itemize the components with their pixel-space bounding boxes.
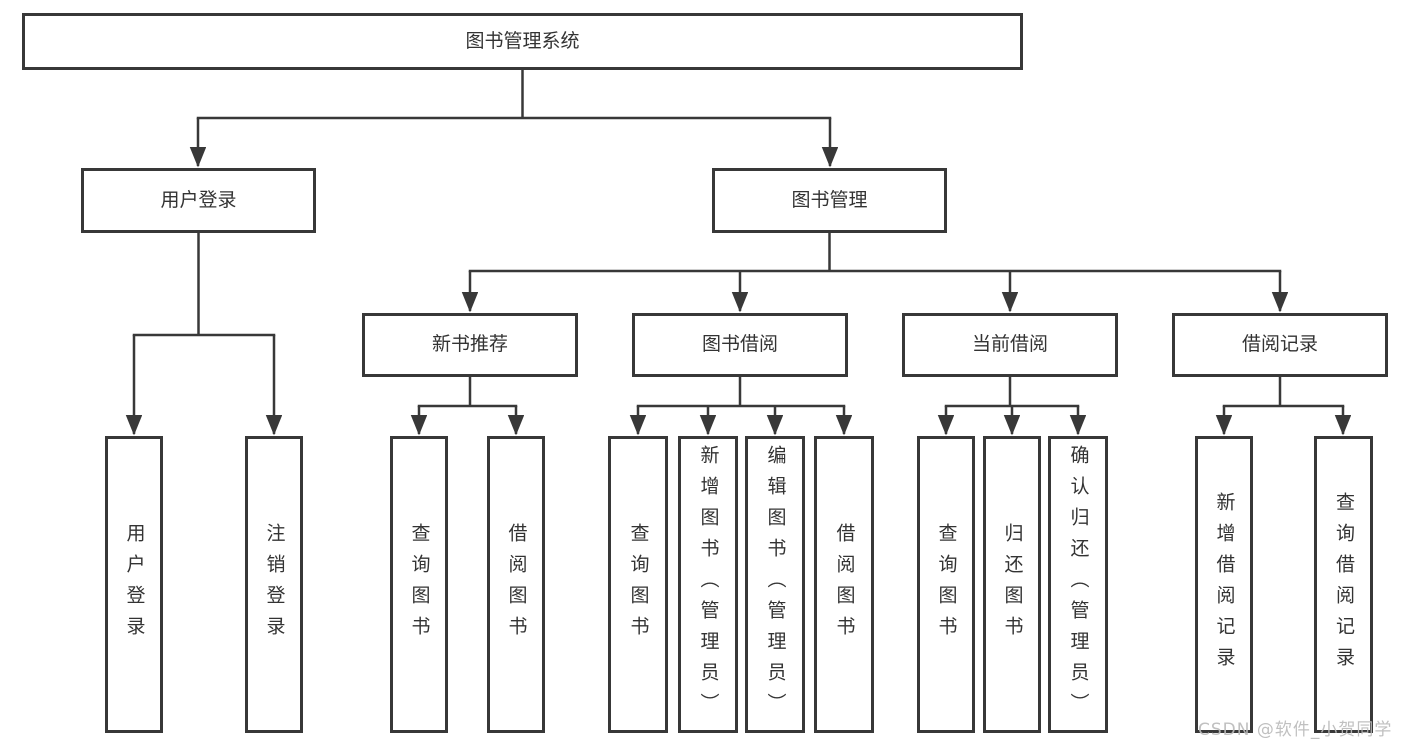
leaf-logout: 注销登录 xyxy=(245,436,303,733)
node-user-login: 用户登录 xyxy=(81,168,316,233)
leaf-confirm-return-admin: 确认归还（管理员） xyxy=(1048,436,1108,733)
leaf-user-login: 用户登录 xyxy=(105,436,163,733)
leaf-borrow-books-recommend: 借阅图书 xyxy=(487,436,545,733)
leaf-borrow-books: 借阅图书 xyxy=(814,436,874,733)
leaf-edit-book-admin: 编辑图书（管理员） xyxy=(745,436,805,733)
leaf-query-books-current: 查询图书 xyxy=(917,436,975,733)
leaf-add-borrow-record: 新增借阅记录 xyxy=(1195,436,1253,733)
csdn-watermark: CSDN @软件_小贺同学 xyxy=(1198,720,1393,740)
leaf-return-book: 归还图书 xyxy=(983,436,1041,733)
wire-segments xyxy=(132,68,1345,408)
leaf-query-borrow-record: 查询借阅记录 xyxy=(1314,436,1373,733)
node-current-borrow: 当前借阅 xyxy=(902,313,1118,377)
node-borrow-records: 借阅记录 xyxy=(1172,313,1388,377)
node-book-management: 图书管理 xyxy=(712,168,947,233)
node-library-management-system: 图书管理系统 xyxy=(22,13,1023,70)
node-book-borrow: 图书借阅 xyxy=(632,313,848,377)
leaf-query-books-recommend: 查询图书 xyxy=(390,436,448,733)
leaf-query-books-borrow: 查询图书 xyxy=(608,436,668,733)
leaf-add-book-admin: 新增图书（管理员） xyxy=(678,436,738,733)
node-new-book-recommend: 新书推荐 xyxy=(362,313,578,377)
